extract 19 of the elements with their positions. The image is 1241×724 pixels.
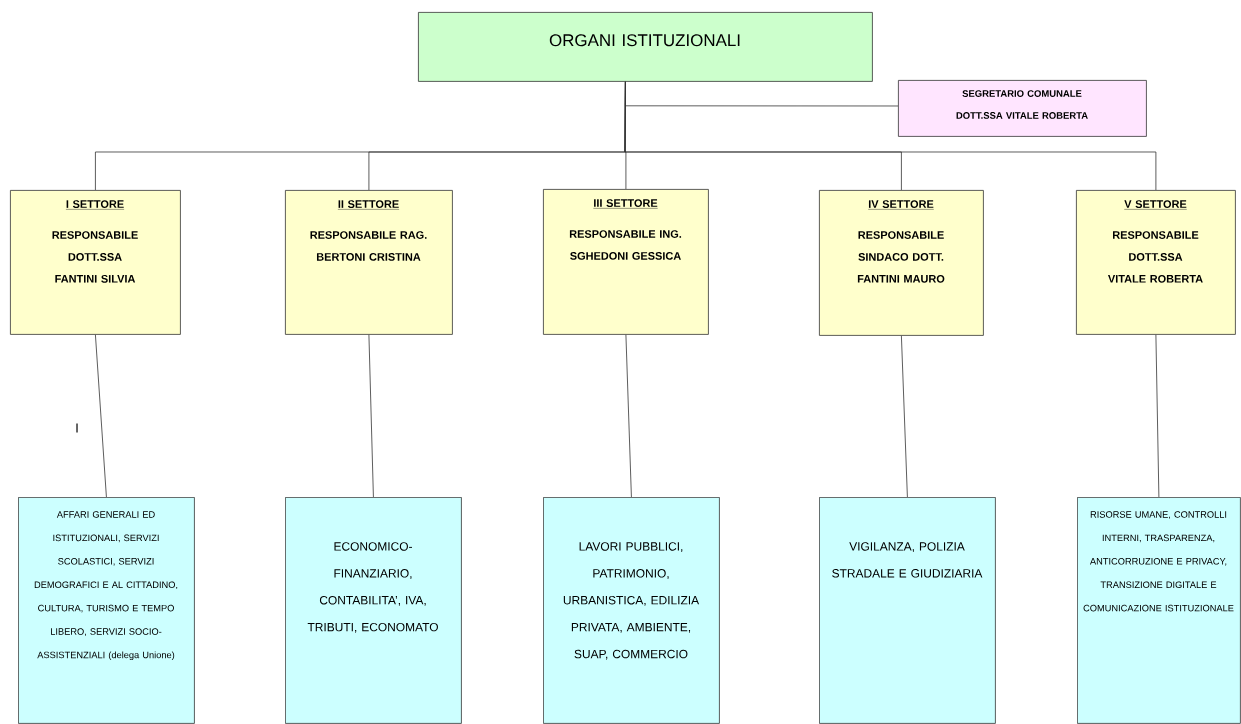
connector-line <box>624 81 1157 191</box>
sector-box: III SETTORE RESPONSABILE ING. SGHEDONI GESSICA <box>543 189 709 335</box>
function-box: ECONOMICO-FINANZIARIO, CONTABILITA’, IVA, TRIBUTI, ECONOMATO <box>285 497 462 724</box>
sector-box: I SETTORE RESPONSABILE DOTT.SSA FANTINI SILVIA <box>10 190 181 335</box>
connector-line <box>901 335 908 498</box>
function-box: VIGILANZA, POLIZIA STRADALE E GIUDIZIARIA <box>819 497 996 724</box>
connector-line <box>95 334 107 498</box>
title-box: ORGANI ISTITUZIONALI <box>418 12 873 82</box>
connector-line <box>368 334 374 498</box>
sector-box: II SETTORE RESPONSABILE RAG. BERTONI CRISTINA <box>285 190 453 335</box>
stray-mark: I <box>76 423 78 433</box>
function-box: AFFARI GENERALI ED ISTITUZIONALI, SERVIZI SCOLASTICI, SERVIZI DEMOGRAFICI E AL CITTADINO, CULTURA, TURISMO E TEMPO LIBERO, SERVIZI SOCIO-ASSISTENZIALI (delega Unione) <box>18 497 195 724</box>
connector-line <box>625 334 632 498</box>
sector-box: V SETTORE RESPONSABILE DOTT.SSA VITALE ROBERTA <box>1076 190 1236 335</box>
function-box: RISORSE UMANE, CONTROLLI INTERNI, TRASPARENZA, ANTICORRUZIONE E PRIVACY, TRANSIZIONE DIGITALE E COMUNICAZIONE ISTITUZIONALE <box>1077 497 1241 724</box>
function-box: LAVORI PUBBLICI, PATRIMONIO, URBANISTICA, EDILIZIA PRIVATA, AMBIENTE, SUAP, COMMERCIO <box>543 497 720 724</box>
connector-line <box>1155 334 1160 498</box>
secretary-box: SEGRETARIO COMUNALE DOTT.SSA VITALE ROBERTA <box>898 80 1147 137</box>
sector-box: IV SETTORE RESPONSABILE SINDACO DOTT. FANTINI MAURO <box>819 190 984 336</box>
